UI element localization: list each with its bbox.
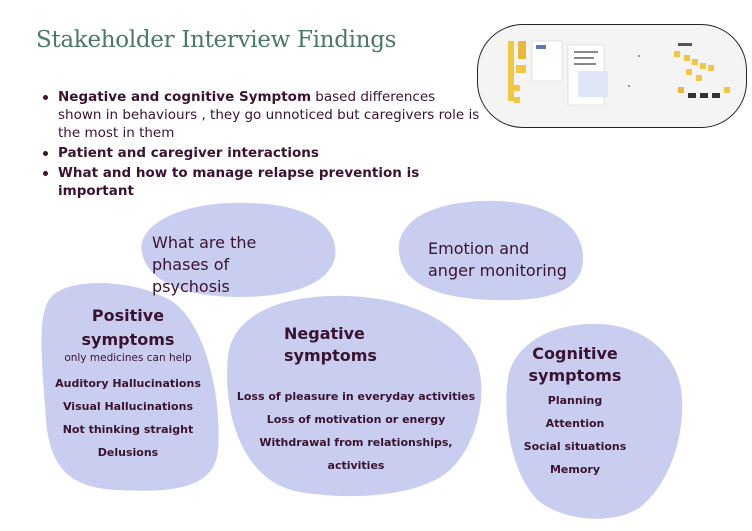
cognitive-title: Cognitive	[532, 344, 618, 363]
board-overview-thumbnail	[477, 24, 747, 128]
negative-blob	[227, 295, 482, 497]
positive-blob	[41, 282, 219, 491]
positive-symptoms-group: Positive symptoms only medicines can hel…	[46, 304, 210, 464]
cognitive-item: Memory	[549, 463, 601, 476]
finding-item: Patient and caregiver interactions	[40, 144, 480, 162]
finding-item: What and how to manage relapse preventio…	[40, 164, 480, 200]
positive-item: Delusions	[97, 446, 159, 459]
phases-label: What are the phases of psychosis	[152, 233, 257, 296]
negative-item: Loss of pleasure in everyday activities	[236, 390, 476, 403]
finding-item: Negative and cognitive Symptom based dif…	[40, 88, 480, 142]
cognitive-symptoms-group: Cognitive symptoms Planning Attention So…	[510, 343, 640, 481]
phases-blob	[141, 202, 336, 297]
positive-item: Visual Hallucinations	[62, 400, 193, 413]
negative-item: Loss of motivation or energy	[266, 413, 446, 426]
positive-item: Not thinking straight	[62, 423, 194, 436]
emotion-blob	[398, 200, 584, 301]
cognitive-title-2: symptoms	[528, 366, 622, 385]
cognitive-item: Attention	[545, 417, 605, 430]
board-thumbnail-image	[508, 40, 730, 106]
negative-item: activities	[327, 459, 385, 472]
positive-note: only medicines can help	[64, 352, 192, 364]
negative-items: Loss of pleasure in everyday activities …	[236, 385, 476, 477]
page-title: Stakeholder Interview Findings	[36, 27, 397, 53]
positive-item: Auditory Hallucinations	[55, 377, 201, 390]
negative-title: Negative symptoms	[284, 324, 377, 365]
emotion-label: Emotion and anger monitoring	[428, 239, 567, 280]
cognitive-item: Social situations	[523, 440, 627, 453]
cognitive-blob	[506, 323, 683, 519]
findings-list: Negative and cognitive Symptom based dif…	[40, 88, 480, 202]
positive-title: Positive	[91, 306, 165, 325]
cognitive-item: Planning	[547, 394, 603, 407]
positive-title-2: symptoms	[81, 330, 175, 349]
negative-item: Withdrawal from relationships,	[259, 436, 453, 449]
